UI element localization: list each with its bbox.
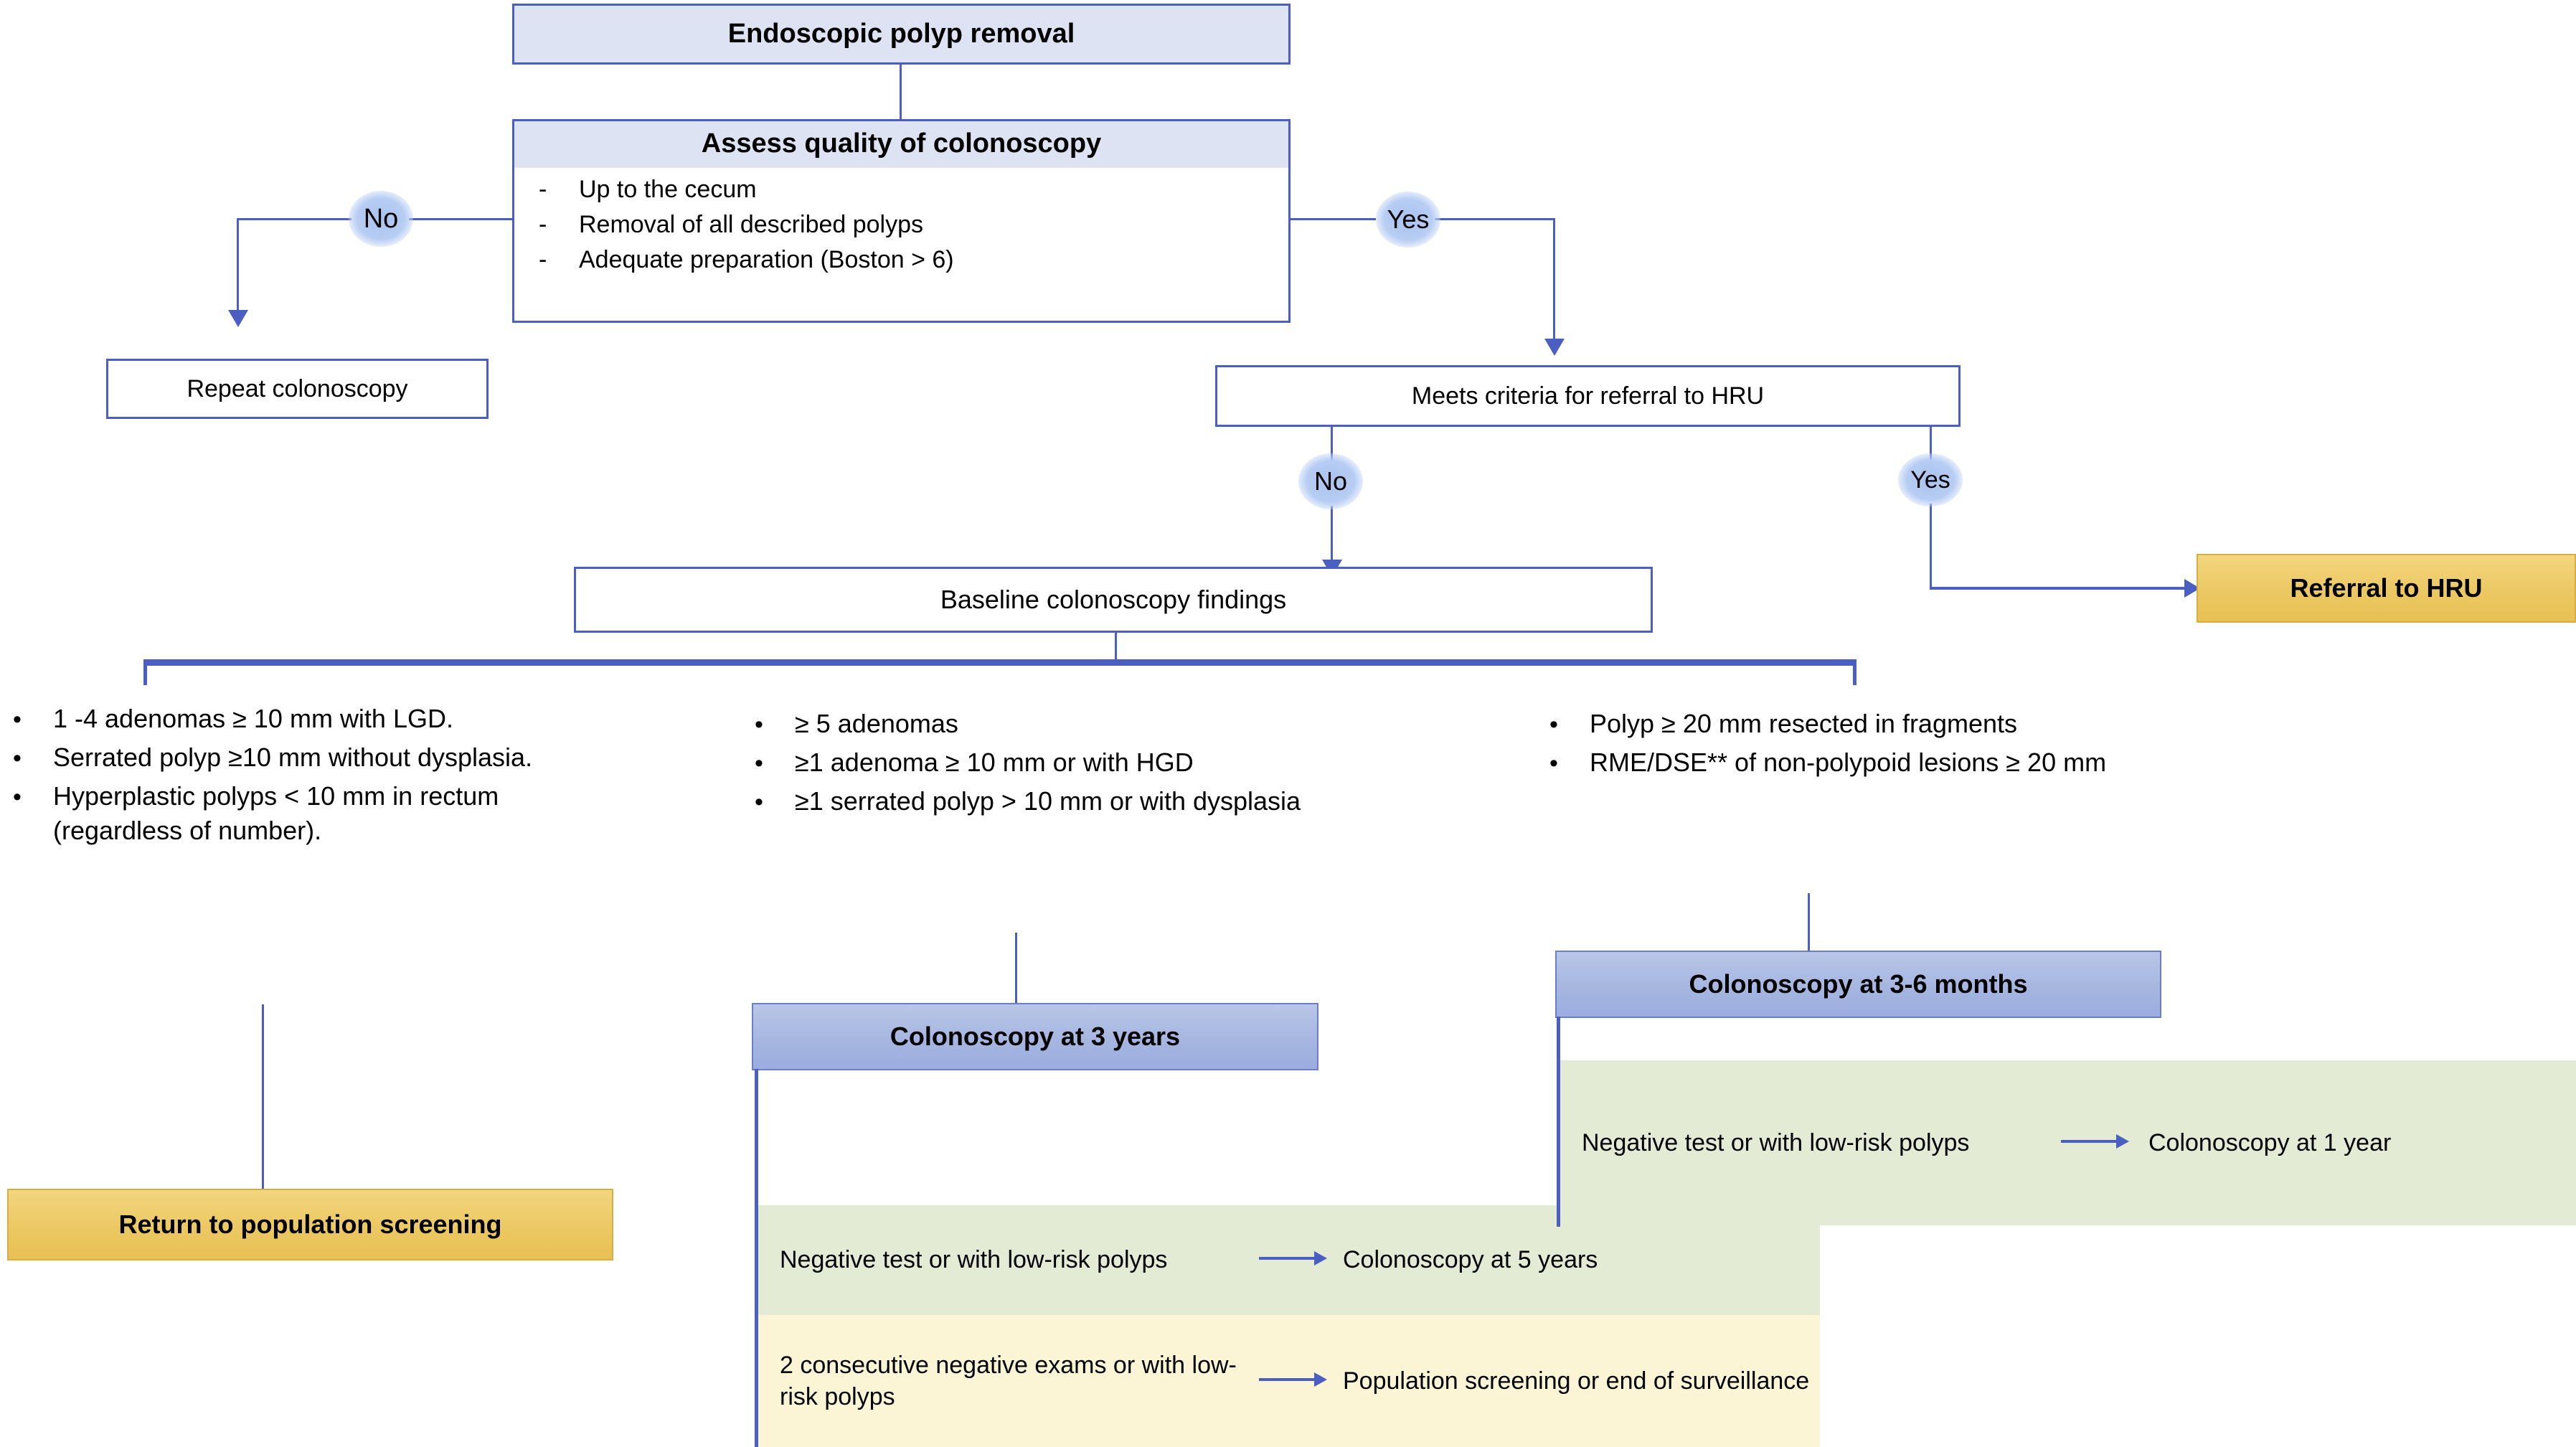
- list-item: • ≥ 5 adenomas: [755, 707, 1357, 743]
- arrow-down-icon: [228, 310, 248, 327]
- edge-quality-yes-v: [1553, 218, 1555, 344]
- edge-intermediate-to-colo3y: [1015, 933, 1017, 1008]
- outcome-condition: Negative test or with low-risk polyps: [780, 1246, 1168, 1274]
- edge-low-risk-to-population: [262, 1004, 264, 1191]
- quality-criteria-item: - Up to the cecum: [514, 172, 1288, 207]
- arrow-right-icon: [1314, 1251, 1327, 1265]
- edge-quality-yes-h-right: [1435, 218, 1555, 220]
- list-item-label: Polyp ≥ 20 mm resected in fragments: [1590, 709, 2018, 738]
- dash-marker: -: [539, 211, 547, 238]
- node-return-to-population-screening-label: Return to population screening: [118, 1210, 502, 1239]
- bullet-icon: •: [755, 750, 763, 777]
- node-referral-to-hru-label: Referral to HRU: [2290, 573, 2483, 603]
- arrow-right-icon: [2116, 1134, 2129, 1149]
- edge-label-hru-yes: Yes: [1898, 453, 1963, 506]
- list-item-label: ≥ 5 adenomas: [795, 709, 958, 738]
- quality-criteria-list: - Up to the cecum - Removal of all descr…: [514, 168, 1288, 285]
- edge-hru-no-v-bottom: [1331, 506, 1333, 566]
- node-assess-quality[interactable]: Assess quality of colonoscopy - Up to th…: [512, 119, 1291, 323]
- node-colonoscopy-3-6-months-label: Colonoscopy at 3-6 months: [1689, 969, 2028, 999]
- arrow-shaft: [1259, 1378, 1316, 1381]
- arrow-right-icon: [1314, 1372, 1327, 1387]
- edge-hru-yes-h: [1930, 587, 2186, 590]
- outcome-condition: Negative test or with low-risk polyps: [1582, 1128, 1970, 1156]
- outcome-result: Colonoscopy at 1 year: [2148, 1128, 2392, 1156]
- node-assess-quality-title: Assess quality of colonoscopy: [514, 121, 1288, 168]
- edge-label-quality-yes: Yes: [1376, 192, 1440, 248]
- dash-marker: -: [539, 246, 547, 273]
- edge-quality-no-h-right: [409, 218, 514, 220]
- node-colonoscopy-3-6-months[interactable]: Colonoscopy at 3-6 months: [1555, 951, 2161, 1018]
- bullet-column-high-risk: • Polyp ≥ 20 mm resected in fragments • …: [1549, 707, 2138, 784]
- quality-criteria-item: - Adequate preparation (Boston > 6): [514, 242, 1288, 278]
- edge-quality-no-h-left: [237, 218, 352, 220]
- spine-colo3y-outcomes: [755, 1069, 758, 1447]
- list-item-label: RME/DSE** of non-polypoid lesions ≥ 20 m…: [1590, 748, 2107, 777]
- quality-criteria-label: Adequate preparation (Boston > 6): [579, 246, 954, 273]
- list-item: • Polyp ≥ 20 mm resected in fragments: [1549, 707, 2138, 743]
- list-item: • Serrated polyp ≥10 mm without dysplasi…: [13, 740, 587, 776]
- list-item: • Hyperplastic polyps < 10 mm in rectum …: [13, 779, 587, 848]
- bracket-three-way-split: [143, 659, 1856, 685]
- list-item-label: ≥1 serrated polyp > 10 mm or with dyspla…: [795, 786, 1301, 816]
- spine-colo36m-outcomes: [1557, 1017, 1560, 1227]
- node-baseline-findings-label: Baseline colonoscopy findings: [940, 585, 1287, 614]
- bullet-icon: •: [1549, 750, 1558, 777]
- bullet-icon: •: [13, 745, 22, 772]
- node-colonoscopy-3-years[interactable]: Colonoscopy at 3 years: [752, 1003, 1318, 1070]
- edge-high-risk-to-colo36m: [1808, 893, 1810, 956]
- quality-criteria-label: Up to the cecum: [579, 176, 757, 203]
- bullet-icon: •: [1549, 711, 1558, 738]
- dash-marker: -: [539, 176, 547, 203]
- outcome-arrow-wrap: [1246, 1205, 1343, 1315]
- quality-criteria-item: - Removal of all described polyps: [514, 207, 1288, 242]
- bullet-icon: •: [755, 788, 763, 816]
- arrow-down-icon: [1544, 339, 1565, 356]
- edge-baseline-to-bracket: [1115, 633, 1117, 661]
- node-colonoscopy-3-years-label: Colonoscopy at 3 years: [890, 1022, 1181, 1051]
- outcome-row-3y-two-negative[interactable]: 2 consecutive negative exams or with low…: [758, 1315, 1820, 1447]
- list-item-label: Hyperplastic polyps < 10 mm in rectum (r…: [53, 781, 499, 846]
- list-item: • 1 -4 adenomas ≥ 10 mm with LGD.: [13, 702, 587, 737]
- edge-label-quality-no: No: [349, 191, 413, 247]
- bullet-column-intermediate-risk: • ≥ 5 adenomas • ≥1 adenoma ≥ 10 mm or w…: [755, 707, 1357, 823]
- list-item: • RME/DSE** of non-polypoid lesions ≥ 20…: [1549, 745, 2138, 781]
- outcome-condition: 2 consecutive negative exams or with low…: [780, 1351, 1237, 1410]
- node-endoscopic-polyp-removal-label: Endoscopic polyp removal: [727, 19, 1075, 49]
- list-item: • ≥1 serrated polyp > 10 mm or with dysp…: [755, 784, 1357, 820]
- node-repeat-colonoscopy-label: Repeat colonoscopy: [187, 374, 408, 402]
- edge-quality-no-v: [237, 218, 239, 316]
- node-return-to-population-screening[interactable]: Return to population screening: [7, 1189, 613, 1260]
- edge-label-hru-no: No: [1298, 453, 1363, 509]
- quality-criteria-label: Removal of all described polyps: [579, 211, 924, 238]
- node-referral-to-hru[interactable]: Referral to HRU: [2197, 554, 2576, 623]
- node-meets-criteria-hru[interactable]: Meets criteria for referral to HRU: [1215, 365, 1961, 427]
- list-item-label: 1 -4 adenomas ≥ 10 mm with LGD.: [53, 704, 453, 733]
- list-item: • ≥1 adenoma ≥ 10 mm or with HGD: [755, 745, 1357, 781]
- bullet-icon: •: [755, 711, 763, 738]
- edge-hru-no-v-top: [1331, 427, 1333, 468]
- outcome-arrow-wrap: [2048, 1060, 2148, 1225]
- edge-hru-yes-v-top: [1930, 427, 1932, 468]
- arrow-right-icon: [2184, 579, 2200, 598]
- node-baseline-findings[interactable]: Baseline colonoscopy findings: [574, 567, 1653, 633]
- node-meets-criteria-hru-label: Meets criteria for referral to HRU: [1411, 382, 1765, 410]
- bullet-icon: •: [13, 706, 22, 733]
- edge-hru-yes-v-bottom: [1930, 504, 1932, 588]
- node-endoscopic-polyp-removal[interactable]: Endoscopic polyp removal: [512, 4, 1291, 65]
- bullet-icon: •: [13, 783, 22, 811]
- arrow-shaft: [1259, 1257, 1316, 1260]
- arrow-shaft: [2061, 1140, 2118, 1143]
- outcome-result: Colonoscopy at 5 years: [1343, 1246, 1598, 1274]
- node-repeat-colonoscopy[interactable]: Repeat colonoscopy: [106, 359, 489, 419]
- bullet-column-low-risk: • 1 -4 adenomas ≥ 10 mm with LGD. • Serr…: [13, 702, 587, 851]
- list-item-label: Serrated polyp ≥10 mm without dysplasia.: [53, 743, 533, 772]
- list-item-label: ≥1 adenoma ≥ 10 mm or with HGD: [795, 748, 1194, 777]
- edge-quality-yes-h-left: [1290, 218, 1376, 220]
- outcome-row-36m-negative[interactable]: Negative test or with low-risk polyps Co…: [1560, 1060, 2576, 1225]
- outcome-result: Population screening or end of surveilla…: [1343, 1367, 1810, 1395]
- outcome-arrow-wrap: [1246, 1315, 1343, 1447]
- edge-start-to-quality: [900, 65, 902, 121]
